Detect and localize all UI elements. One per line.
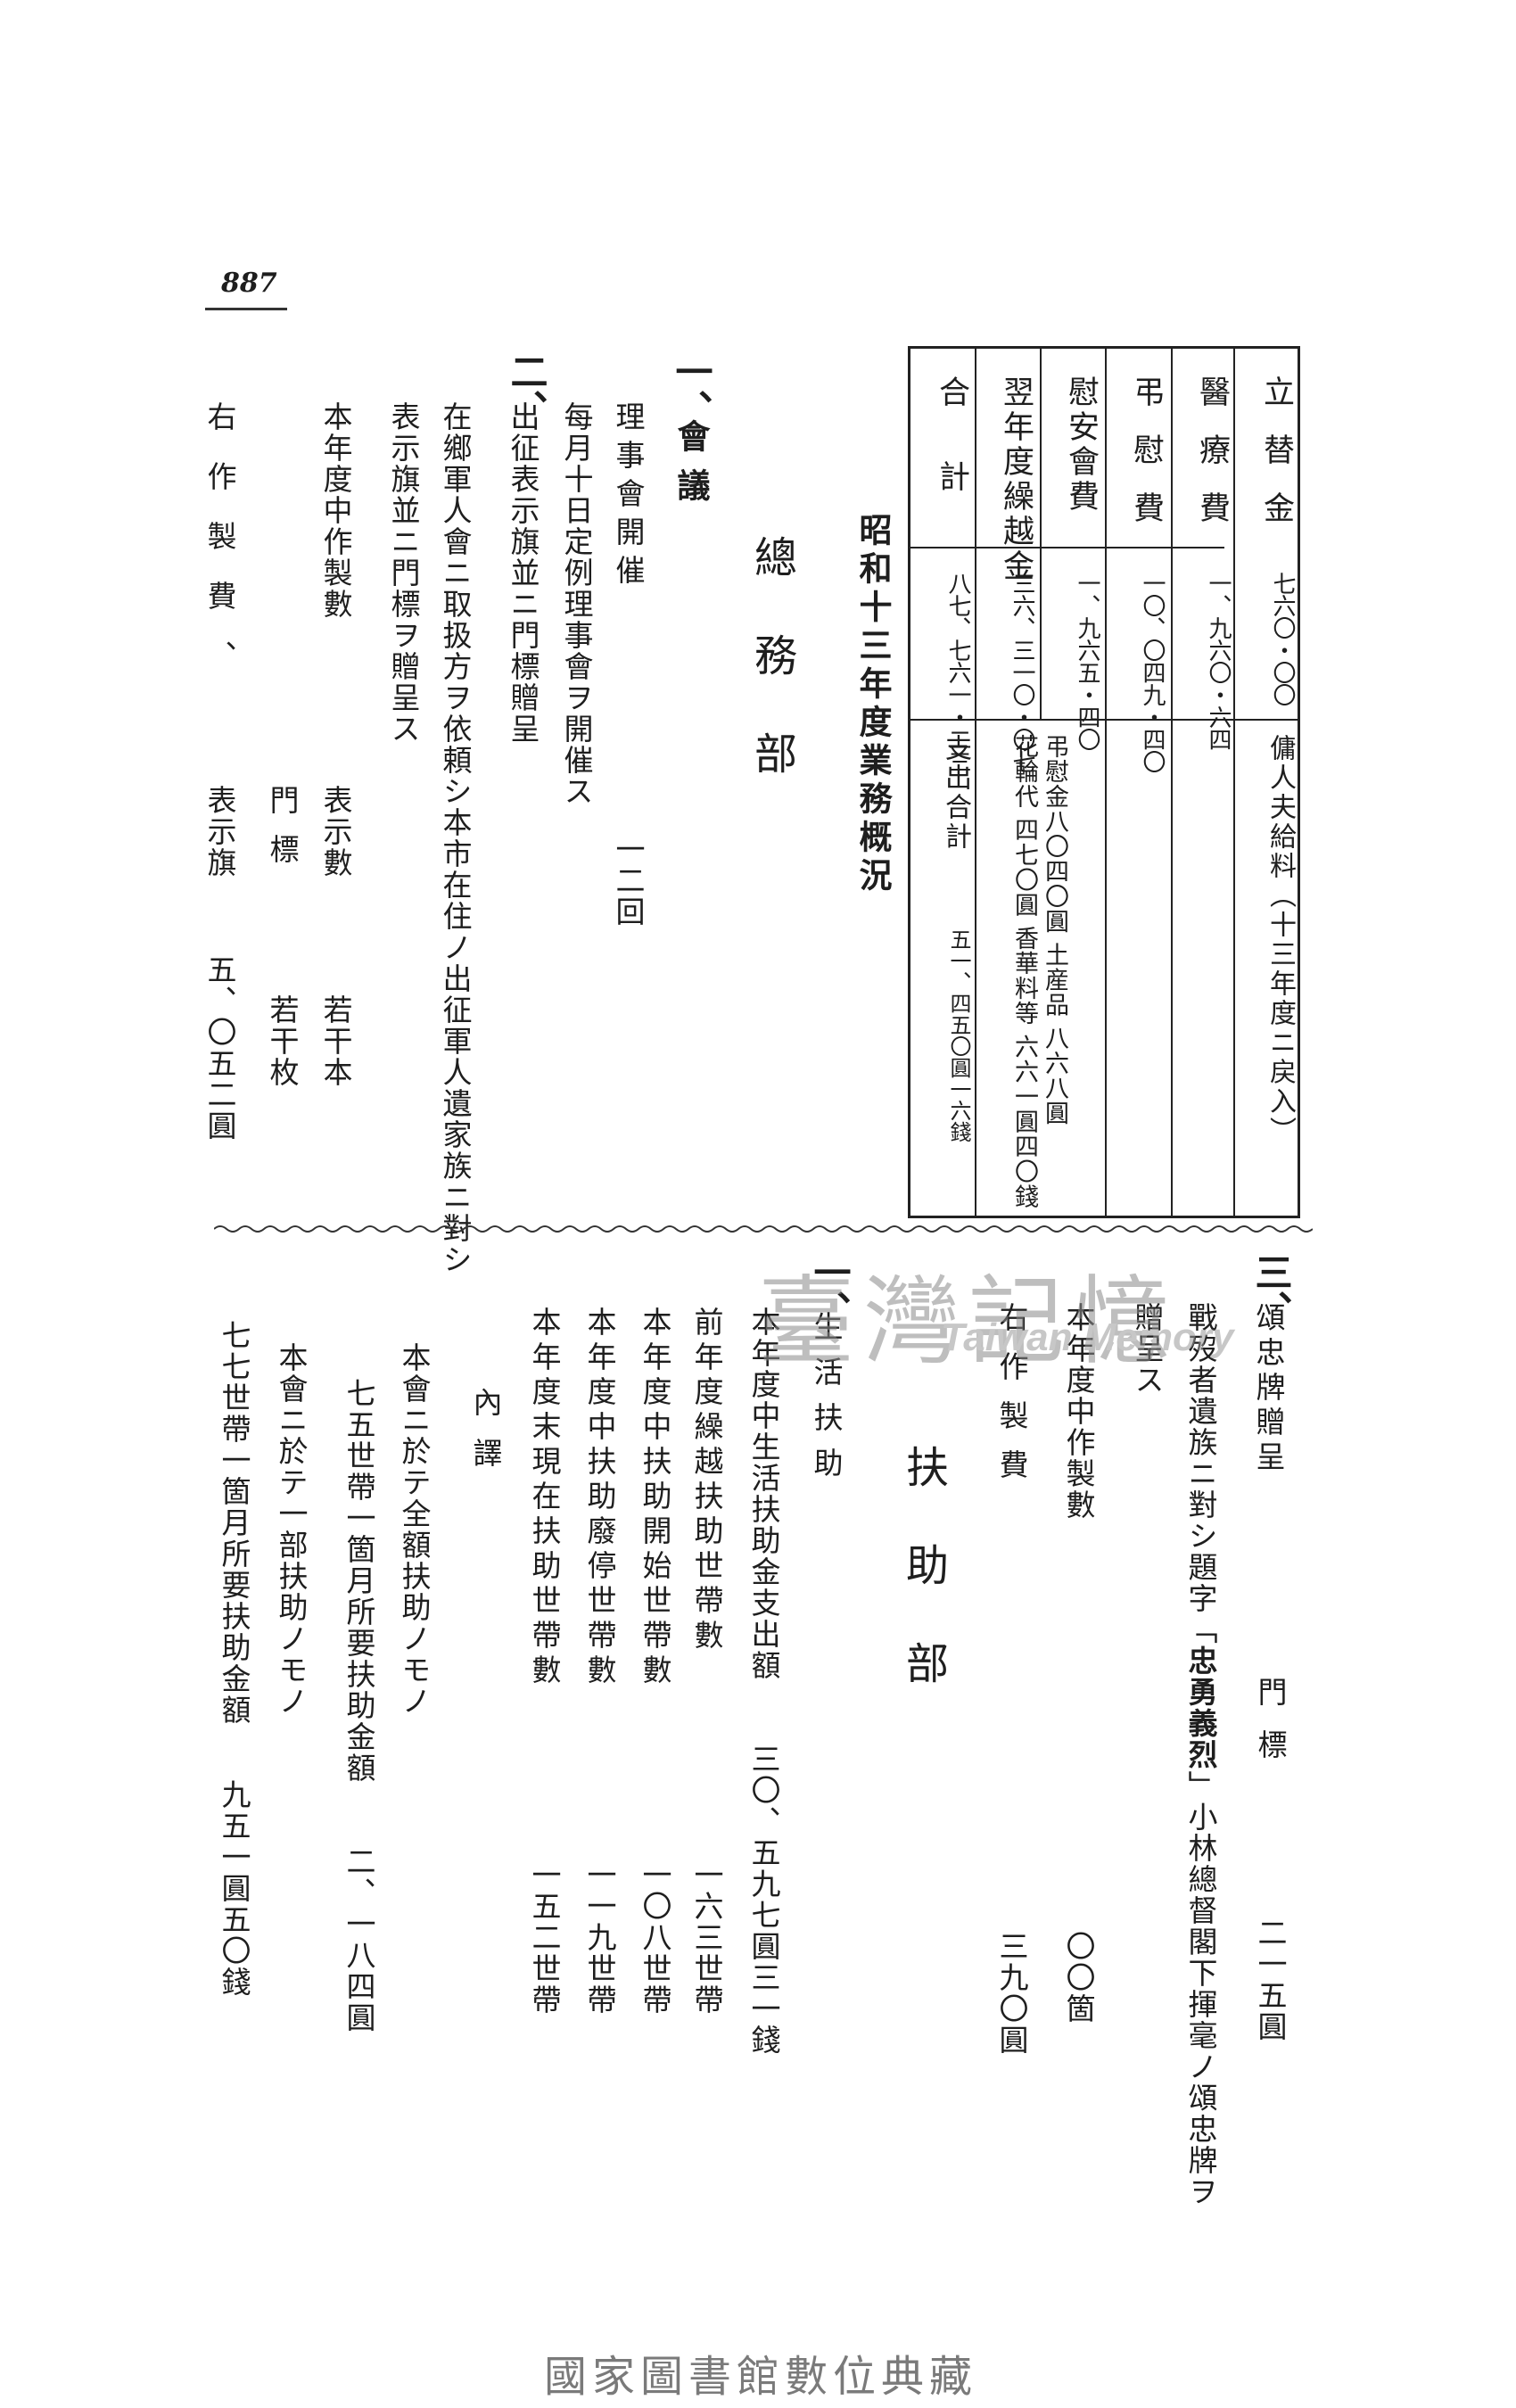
section-3-made-value: 〇〇箇	[1061, 1931, 1096, 2025]
section-1-mark: 一、	[670, 352, 713, 427]
section-3-body: 贈呈ス	[1130, 1302, 1165, 1396]
ledger-row: 醫療費 一、九六〇・六四	[1171, 349, 1235, 1216]
inscription-text: 忠勇義烈	[1183, 1645, 1218, 1770]
assist-row-label: 前年度繰越扶助世帶數	[689, 1307, 724, 1654]
section-3-body: 戰歿者遺族ニ對シ題字「忠勇義烈」小林總督閣下揮毫ノ頌忠牌ヲ	[1179, 1302, 1222, 2207]
watermark-subtitle: Taiwan Memory	[941, 1315, 1234, 1359]
section-3-body-text: 」小林總督閣下揮毫ノ頌忠牌ヲ	[1183, 1770, 1218, 2207]
wavy-divider	[214, 1225, 1313, 1233]
ledger-amount: 一、九六五・四〇	[1074, 572, 1100, 750]
ledger-label: 慰安會費	[1063, 375, 1099, 515]
ledger-amount: 一〇、〇四九・四〇	[1139, 572, 1166, 772]
section-2-body: 表示旗並ニ門標ヲ贈呈ス	[386, 401, 421, 745]
ledger-col-divider	[975, 349, 976, 1216]
section-2-title: 出征表示旗並ニ門標贈呈	[506, 401, 540, 745]
ledger-remark-divider	[910, 719, 1298, 721]
meeting-label: 理事會開催	[611, 401, 646, 593]
cost-item-value: 二一五圓	[1253, 1917, 1288, 2042]
assist-row-label: 本年度中生活扶助金支出額	[746, 1307, 781, 1681]
assist-row-label: 本年度末現在扶助世帶數	[527, 1307, 562, 1689]
page-number-rule	[205, 308, 287, 310]
breakdown-item: 七七世帶一箇月所要扶助金額	[217, 1320, 251, 1726]
assist-row-value: 三〇、五九七圓三一錢	[746, 1744, 781, 2056]
ledger-amount: 一、九六〇・六四	[1205, 572, 1232, 750]
ledger-remark-value: 五一、四五〇圓一六錢	[946, 928, 971, 1142]
page-number: 887	[221, 268, 277, 299]
cost-item-label: 表示旗	[202, 785, 237, 878]
made-item-value: 若干枚	[265, 994, 300, 1088]
ledger-row: 慰安會費 一、九六五・四〇	[1040, 349, 1104, 1216]
general-affairs-heading: 總務部	[746, 535, 796, 829]
ledger-amount-divider	[910, 547, 1224, 548]
breakdown-value: 二、一八四圓	[342, 1846, 376, 2033]
section-3-cost-value: 三九〇圓	[994, 1931, 1029, 2056]
ledger-remark-label: 支出合計	[940, 734, 971, 852]
breakdown-item: 本會ニ於テ一部扶助ノモノ	[274, 1342, 309, 1717]
assist-row-value: 一六三世帶	[689, 1860, 724, 2016]
made-item-value: 若干本	[318, 994, 353, 1088]
section-3-cost-label: 右作製費	[994, 1302, 1029, 1498]
library-footer: 國家圖書館數位典藏	[544, 2352, 978, 2402]
assist-row-value: 一一九世帶	[582, 1860, 617, 2016]
assist-row-value: 一五二世帶	[527, 1860, 562, 2016]
cost-item-value: 五、〇五二圓	[202, 954, 237, 1142]
section-3-mark: 三、	[1249, 1253, 1293, 1328]
made-item-label: 門標	[265, 785, 300, 883]
assist-section-1-title: 生活扶助	[809, 1311, 844, 1493]
taiwan-memory-watermark: 臺灣記憶 Taiwan Memory	[758, 1244, 1257, 1387]
ledger-label: 醫療費	[1194, 375, 1230, 549]
section-3-made-label: 本年度中作製數	[1061, 1302, 1096, 1521]
section-3-body-text: 戰歿者遺族ニ對シ題字「	[1183, 1302, 1218, 1645]
breakdown-value: 九五一圓五〇錢	[217, 1779, 251, 1998]
ledger-remark: 傭人夫給料（十三年度ニ戻入）	[1265, 734, 1296, 1146]
report-title: 昭和十三年度業務概況	[853, 513, 893, 896]
breakdown-label: 內譯	[468, 1387, 503, 1489]
section-1-title: 會議	[671, 419, 711, 517]
breakdown-item: 七五世帶一箇月所要扶助金額	[342, 1378, 376, 1784]
made-item-label: 表示數	[318, 785, 353, 878]
ledger-amount: 三六、三一〇・〇七	[1009, 572, 1035, 772]
cost-item-label: 門標	[1253, 1677, 1288, 1782]
ledger-remark: 弔慰金八〇四〇圓 土産品 八六八圓	[1041, 734, 1068, 1126]
section-2-mark: 二、	[505, 352, 548, 427]
ledger-remark: 花輪代 四七〇圓 香華料等 六六一圓四〇錢	[1010, 734, 1038, 1209]
assist-row-label: 本年度中扶助開始世帶數	[638, 1307, 672, 1689]
ledger-row: 翌年度繰越金 三六、三一〇・〇七	[975, 349, 1039, 1216]
ledger-col-divider	[1040, 349, 1042, 719]
ledger-col-divider	[1105, 349, 1107, 1216]
cost-label: 右作製費、	[202, 401, 237, 700]
ledger-row: 弔慰費 一〇、〇四九・四〇 弔慰金八〇四〇圓 土産品 八六八圓 花輪代 四七〇圓…	[1010, 349, 1169, 1216]
assistance-heading: 扶助部	[898, 1445, 948, 1739]
ledger-label: 合計	[934, 375, 969, 545]
ledger-label: 弔慰費	[1128, 375, 1164, 549]
section-2-body: 在鄉軍人會ニ取扱方ヲ依頼シ本市在住ノ出征軍人遺家族ニ對シ	[438, 401, 473, 1275]
ledger-col-divider	[1233, 349, 1235, 1216]
ledger-amount: 八七、七六一・二三	[944, 572, 971, 772]
meeting-note: 每月十日定例理事會ヲ開催ス	[559, 401, 594, 807]
meeting-value: 一二回	[611, 834, 646, 928]
ledger-row: 合計 八七、七六一・二三 支出合計 五一、四五〇圓一六錢	[910, 349, 975, 1216]
ledger-label: 立替金	[1258, 375, 1294, 549]
ledger-col-divider	[1171, 349, 1173, 1216]
ledger-row: 立替金 七六〇・〇〇 傭人夫給料（十三年度ニ戻入）	[1235, 349, 1299, 1216]
ledger-label: 翌年度繰越金	[998, 375, 1034, 584]
assist-row-label: 本年度中扶助廢停世帶數	[582, 1307, 617, 1689]
section-3-title: 頌忠牌贈呈	[1251, 1302, 1286, 1476]
assist-section-1-mark: 一、	[808, 1253, 852, 1328]
ledger-amount: 七六〇・〇〇	[1269, 572, 1296, 705]
breakdown-item: 本會ニ於テ全額扶助ノモノ	[397, 1342, 432, 1717]
made-count-label: 本年度中作製數	[318, 401, 353, 620]
watermark-title: 臺灣記憶	[758, 1266, 1180, 1378]
assist-row-value: 一〇八世帶	[638, 1860, 672, 2016]
ledger-table: 立替金 七六〇・〇〇 傭人夫給料（十三年度ニ戻入） 醫療費 一、九六〇・六四 弔…	[908, 346, 1300, 1218]
